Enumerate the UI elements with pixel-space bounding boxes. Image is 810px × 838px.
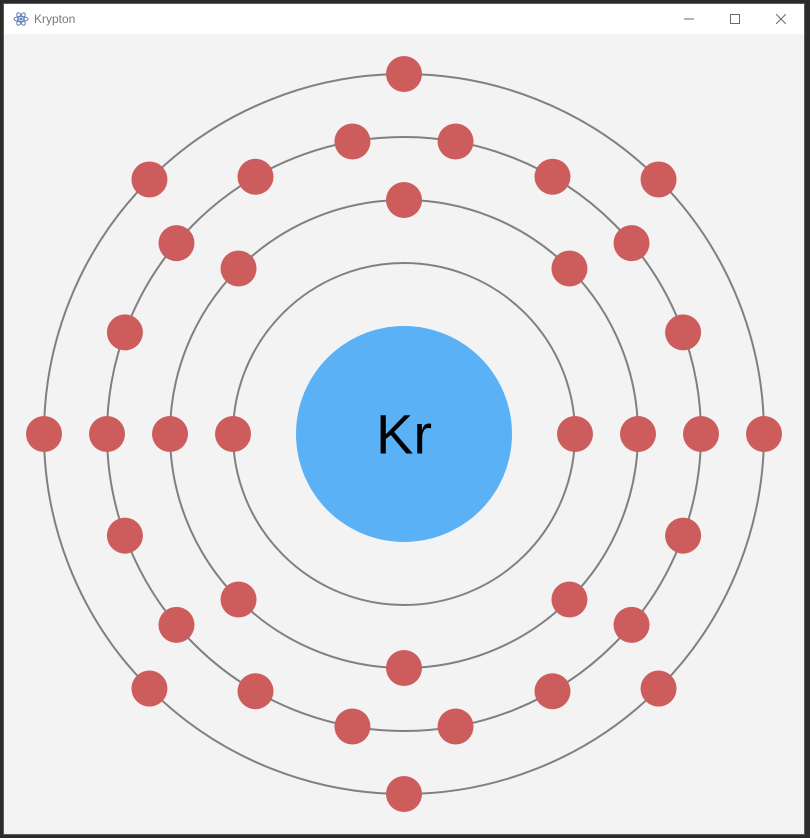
electron [746, 416, 782, 452]
electron [665, 517, 702, 554]
maximize-icon [730, 14, 740, 24]
electron [215, 416, 251, 452]
nucleus [296, 326, 512, 542]
electron [534, 673, 571, 710]
electron [437, 123, 474, 160]
electron [557, 416, 593, 452]
electron [437, 708, 474, 745]
electron [89, 416, 125, 452]
minimize-button[interactable] [666, 4, 712, 34]
electron [237, 158, 274, 195]
electron [386, 650, 422, 686]
window-controls [666, 4, 804, 34]
electron [237, 673, 274, 710]
element-symbol: Kr [376, 403, 432, 466]
electron [334, 123, 371, 160]
close-icon [776, 14, 786, 24]
electron [551, 581, 588, 618]
electron [220, 250, 257, 287]
electron [551, 250, 588, 287]
electron [106, 517, 143, 554]
electron [613, 225, 650, 262]
electron [683, 416, 719, 452]
window-title: Krypton [34, 12, 76, 26]
electron [386, 776, 422, 812]
minimize-icon [684, 18, 694, 20]
atom-diagram: Kr [26, 56, 782, 812]
electron [106, 314, 143, 351]
title-bar[interactable]: Krypton [4, 4, 804, 34]
maximize-button[interactable] [712, 4, 758, 34]
electron [220, 581, 257, 618]
electron [131, 670, 168, 707]
electron [640, 670, 677, 707]
electron [640, 161, 677, 198]
electron [334, 708, 371, 745]
electron-group [26, 56, 782, 812]
atom-icon [12, 10, 30, 28]
electron [26, 416, 62, 452]
close-button[interactable] [758, 4, 804, 34]
electron [158, 225, 195, 262]
electron [613, 606, 650, 643]
electron [386, 56, 422, 92]
electron [386, 182, 422, 218]
electron [152, 416, 188, 452]
electron [534, 158, 571, 195]
electron [131, 161, 168, 198]
electron [158, 606, 195, 643]
electron [620, 416, 656, 452]
electron [665, 314, 702, 351]
app-window: Krypton Kr [4, 4, 804, 834]
